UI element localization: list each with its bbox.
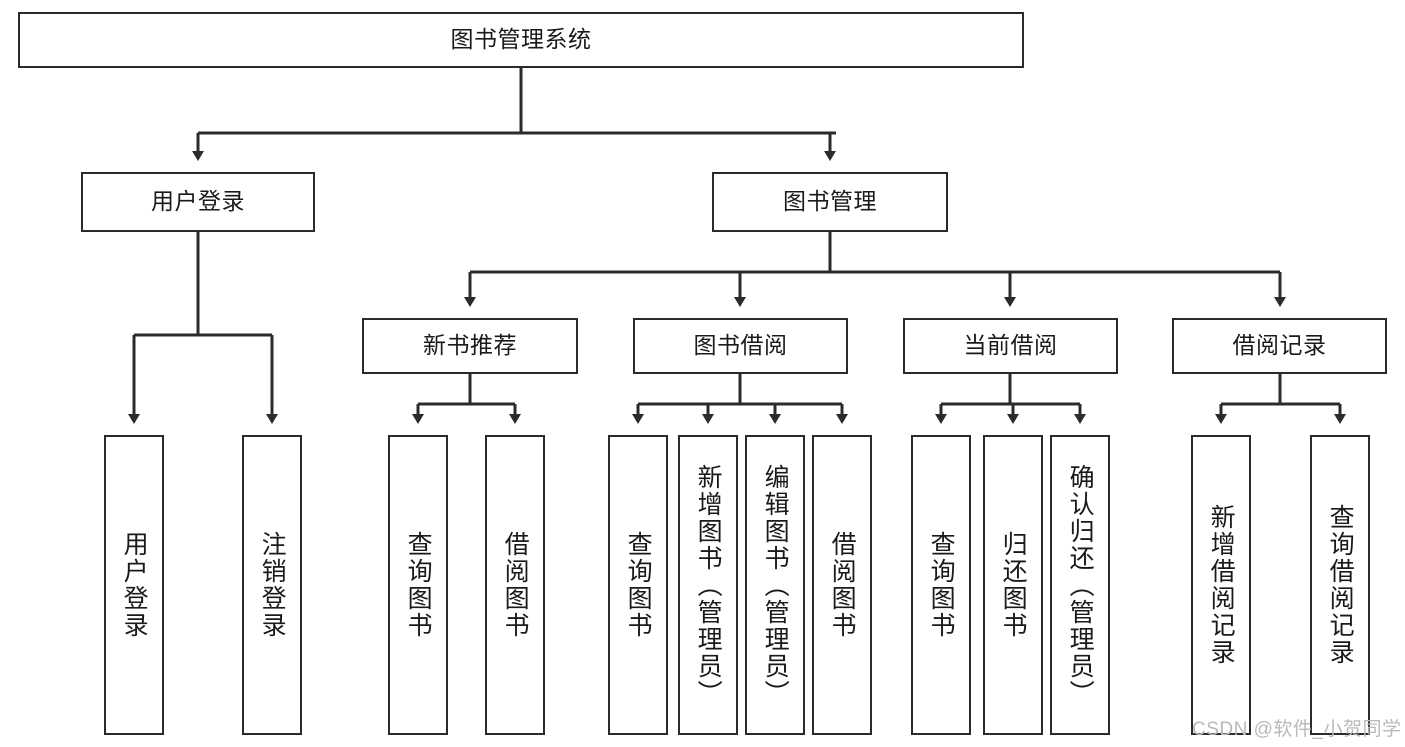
node-book-manage[interactable]: 图书管理 — [712, 172, 948, 232]
node-leaf-add-book[interactable]: 新增图书（管理员） — [678, 435, 738, 735]
node-leaf-query-book-2-label: 查询图书 — [624, 531, 653, 639]
node-leaf-query-book-2[interactable]: 查询图书 — [608, 435, 668, 735]
node-current-borrow[interactable]: 当前借阅 — [903, 318, 1118, 374]
node-book-borrow-label: 图书借阅 — [693, 332, 788, 359]
node-leaf-add-record-label: 新增借阅记录 — [1207, 504, 1236, 666]
node-book-manage-label: 图书管理 — [783, 188, 877, 215]
node-new-book-recommend[interactable]: 新书推荐 — [362, 318, 578, 374]
node-leaf-logout[interactable]: 注销登录 — [242, 435, 302, 735]
node-leaf-return-book-label: 归还图书 — [999, 531, 1028, 639]
node-leaf-add-record[interactable]: 新增借阅记录 — [1191, 435, 1251, 735]
node-current-borrow-label: 当前借阅 — [963, 332, 1058, 359]
node-new-book-recommend-label: 新书推荐 — [423, 332, 517, 359]
node-leaf-query-record[interactable]: 查询借阅记录 — [1310, 435, 1370, 735]
node-leaf-query-book-3[interactable]: 查询图书 — [911, 435, 971, 735]
node-leaf-user-login-label: 用户登录 — [120, 531, 149, 639]
watermark: CSDN @软件_小贺同学 — [1192, 719, 1402, 740]
node-leaf-logout-label: 注销登录 — [258, 531, 287, 639]
node-leaf-edit-book-label: 编辑图书（管理员） — [761, 463, 790, 707]
node-user-login[interactable]: 用户登录 — [81, 172, 315, 232]
node-leaf-borrow-book-2[interactable]: 借阅图书 — [812, 435, 872, 735]
node-leaf-query-book-1[interactable]: 查询图书 — [388, 435, 448, 735]
node-leaf-borrow-book-1[interactable]: 借阅图书 — [485, 435, 545, 735]
node-leaf-confirm-return-label: 确认归还（管理员） — [1066, 463, 1095, 707]
node-leaf-edit-book[interactable]: 编辑图书（管理员） — [745, 435, 805, 735]
node-leaf-add-book-label: 新增图书（管理员） — [694, 463, 723, 707]
node-leaf-confirm-return[interactable]: 确认归还（管理员） — [1050, 435, 1110, 735]
node-leaf-query-record-label: 查询借阅记录 — [1326, 504, 1355, 666]
node-borrow-record[interactable]: 借阅记录 — [1172, 318, 1387, 374]
node-root[interactable]: 图书管理系统 — [18, 12, 1024, 68]
node-user-login-label: 用户登录 — [151, 188, 245, 215]
node-book-borrow[interactable]: 图书借阅 — [633, 318, 848, 374]
node-borrow-record-label: 借阅记录 — [1232, 332, 1327, 359]
node-leaf-borrow-book-1-label: 借阅图书 — [501, 531, 530, 639]
node-leaf-query-book-3-label: 查询图书 — [927, 531, 956, 639]
node-leaf-user-login[interactable]: 用户登录 — [104, 435, 164, 735]
node-root-label: 图书管理系统 — [450, 26, 592, 53]
node-leaf-borrow-book-2-label: 借阅图书 — [828, 531, 857, 639]
node-leaf-query-book-1-label: 查询图书 — [404, 531, 433, 639]
node-leaf-return-book[interactable]: 归还图书 — [983, 435, 1043, 735]
